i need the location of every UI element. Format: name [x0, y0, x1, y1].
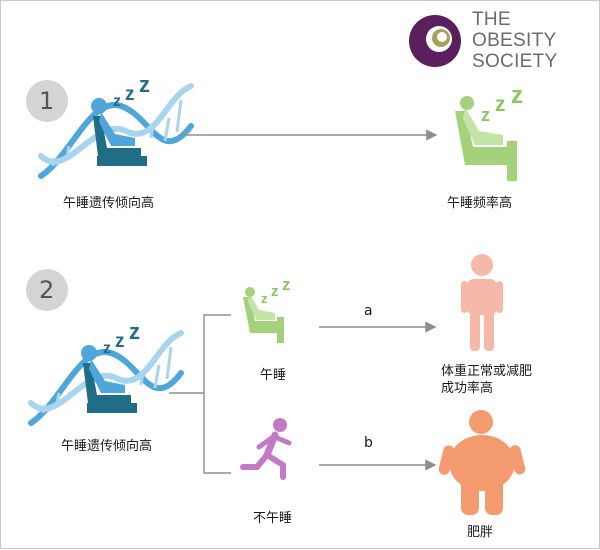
logo-line: OBESITY — [472, 30, 557, 51]
svg-text:z: z — [113, 93, 121, 110]
step-1-badge — [26, 80, 68, 122]
svg-text:z: z — [261, 291, 268, 306]
svg-text:z: z — [103, 340, 111, 357]
svg-text:z: z — [129, 319, 140, 344]
svg-text:z: z — [495, 93, 506, 116]
outcome-normal-weight-label: 体重正常或减肥 成功率高 — [441, 363, 532, 397]
arrow-b-label: b — [364, 435, 373, 451]
obesity-society-logo-text: THE OBESITY SOCIETY — [472, 9, 558, 72]
svg-text:z: z — [282, 275, 291, 294]
arrow-a-label: a — [364, 303, 373, 319]
no-nap-label: 不午睡 — [253, 511, 293, 526]
branch-connector-lower — [203, 393, 231, 474]
slim-person-icon — [461, 254, 503, 351]
nap-frequency-label: 午睡频率高 — [447, 196, 513, 211]
obesity-label: 肥胖 — [467, 525, 494, 540]
step-1-number: 1 — [39, 87, 55, 115]
obese-person-icon — [438, 410, 526, 515]
svg-text:z: z — [271, 283, 279, 300]
svg-text:z: z — [511, 82, 523, 109]
outcome-line: 成功率高 — [441, 381, 494, 396]
logo-line: THE — [472, 9, 511, 30]
genetic-predisposition-label-2: 午睡遗传倾向高 — [61, 439, 153, 454]
nap-sleeper-icon: z z z — [243, 275, 291, 343]
dna-sleeper-icon: z z z — [38, 72, 194, 179]
svg-text:z: z — [481, 105, 490, 125]
svg-text:z: z — [139, 72, 150, 97]
svg-text:z: z — [125, 84, 135, 105]
branch-connector — [169, 314, 231, 394]
step-2-number: 2 — [39, 276, 55, 304]
dna-sleeper-icon-2: z z z — [28, 319, 184, 426]
logo-line: SOCIETY — [472, 51, 558, 72]
sleeping-in-chair-icon: z z z — [455, 82, 523, 181]
obesity-society-logo-mark — [409, 15, 461, 67]
outcome-line: 体重正常或减肥 — [441, 364, 533, 379]
svg-text:z: z — [115, 331, 125, 352]
running-person-icon — [240, 418, 292, 480]
step-2-badge — [26, 269, 68, 311]
nap-label: 午睡 — [260, 368, 287, 383]
genetic-predisposition-label: 午睡遗传倾向高 — [63, 196, 155, 211]
